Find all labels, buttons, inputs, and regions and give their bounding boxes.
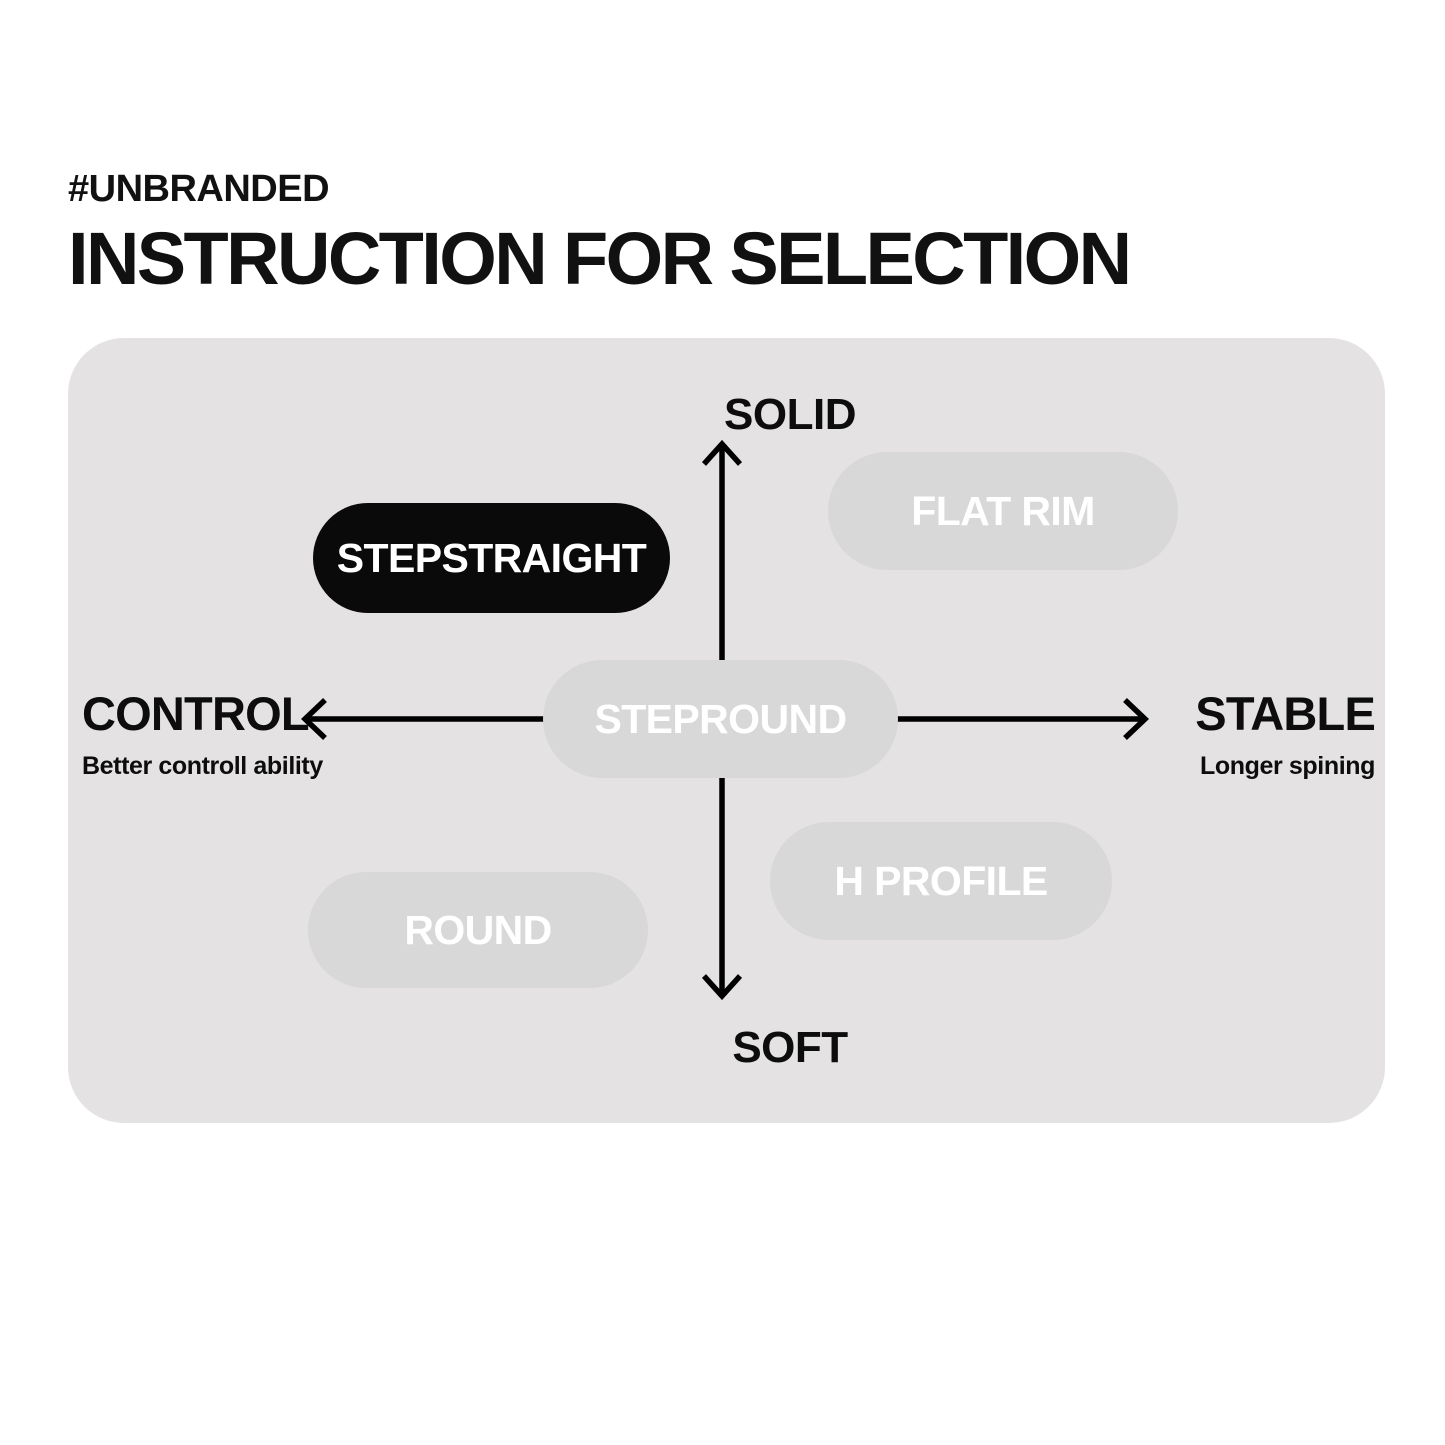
axis-sublabel-control: Better controll ability [82, 752, 323, 780]
axis-group-control: CONTROL Better controll ability [82, 690, 334, 779]
selection-matrix-panel: SOLID SOFT CONTROL Better controll abili… [68, 338, 1385, 1123]
axis-label-solid: SOLID [724, 390, 856, 439]
axis-label-soft: SOFT [732, 1023, 848, 1072]
option-pill-stepround[interactable]: STEPROUND [543, 660, 898, 778]
axis-sublabel-stable: Longer spining [1200, 752, 1375, 780]
axis-label-stable: STABLE [1195, 687, 1376, 740]
brand-eyebrow: #UNBRANDED [68, 168, 330, 210]
option-pill-flat-rim[interactable]: FLAT RIM [828, 452, 1178, 570]
option-pill-round[interactable]: ROUND [308, 872, 648, 988]
option-pill-stepstraight[interactable]: STEPSTRAIGHT [313, 503, 670, 613]
axis-group-stable: STABLE Longer spining [1165, 687, 1376, 780]
axis-label-control: CONTROL [82, 687, 310, 740]
page-title: INSTRUCTION FOR SELECTION [68, 217, 1132, 300]
page-header: #UNBRANDED INSTRUCTION FOR SELECTION [68, 170, 1388, 296]
option-pill-h-profile[interactable]: H PROFILE [770, 822, 1112, 940]
